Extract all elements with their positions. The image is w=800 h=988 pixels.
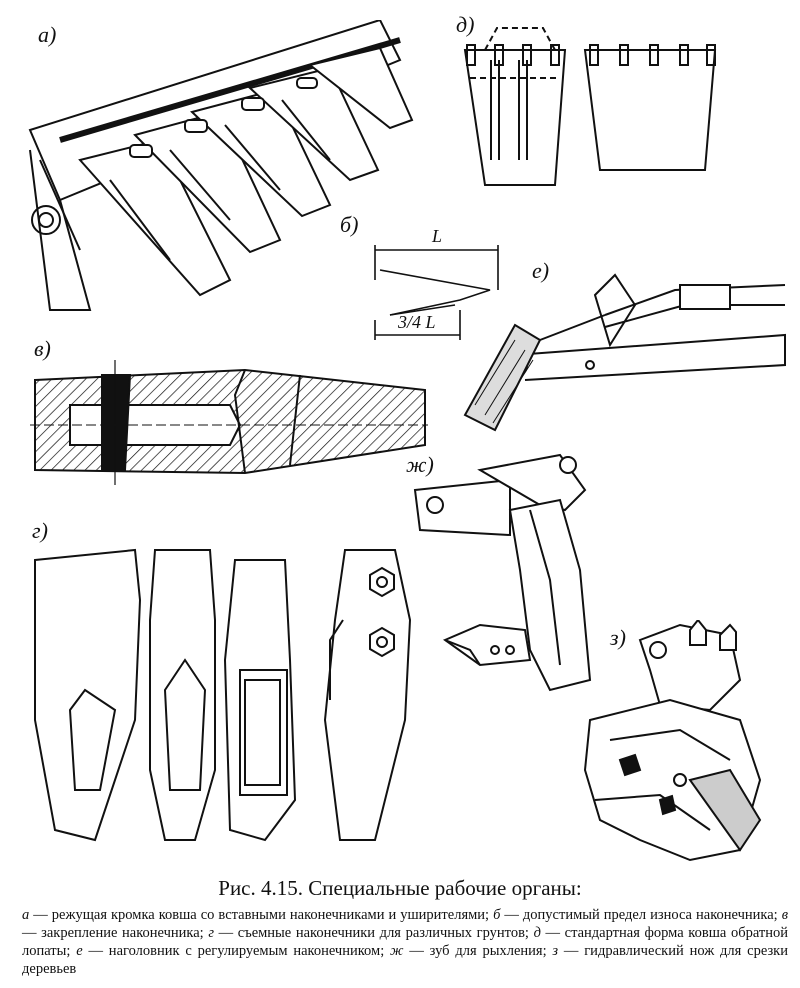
label-v: в): [34, 336, 51, 361]
figure-caption-legend: а — режущая кромка ковша со вставными на…: [22, 906, 788, 978]
legend-text-v: — закрепление наконечника;: [22, 925, 209, 941]
label-z: з): [610, 625, 626, 650]
legend-text-a: — режущая кромка ковша со вставными нако…: [29, 907, 494, 923]
label-g: г): [32, 518, 48, 543]
label-b: б): [340, 212, 359, 237]
dimension-three-quarter-L: 3/4 L: [398, 312, 436, 332]
legend-key-e: е: [76, 943, 83, 959]
figure-b-wear-limit: [370, 240, 510, 340]
figure-zh-ripper-tooth: [410, 450, 610, 700]
legend-text-zh: — зуб для рыхления;: [403, 943, 553, 959]
legend-text-z: — гидравлический нож для срезки деревьев: [22, 943, 788, 977]
legend-key-zh: ж: [390, 943, 404, 959]
legend-key-z: з: [552, 943, 559, 959]
figure-v-tooth-fastening: [30, 355, 430, 490]
legend-text-e: — наголовник с регулируемым наконечником…: [82, 943, 391, 959]
figure-caption-title: Рис. 4.15. Специальные рабочие органы:: [218, 876, 582, 900]
label-a: а): [38, 22, 57, 47]
label-e: е): [532, 258, 550, 283]
label-d: д): [456, 12, 475, 37]
figure-z-hydraulic-knife: [580, 620, 790, 865]
legend-key-g: г: [208, 925, 215, 941]
legend-text-g: — съемные наконечники для различных грун…: [214, 925, 534, 941]
legend-text-d: — стандартная форма ковша обратной лопат…: [22, 925, 788, 959]
figure-a-bucket-edge: [20, 20, 420, 320]
legend-key-b: б: [493, 907, 501, 923]
legend-key-a: а: [22, 907, 30, 923]
label-zh: ж): [406, 452, 434, 477]
figure-d-backhoe-bucket: [455, 20, 735, 195]
legend-key-v: в: [781, 907, 788, 923]
dimension-L: L: [432, 226, 443, 246]
legend-key-d: д: [533, 925, 541, 941]
figure-e-adjustable-tip: [455, 265, 790, 440]
figure-g-removable-teeth: [25, 540, 425, 850]
legend-text-b: — допустимый предел износа наконечника;: [500, 907, 782, 923]
